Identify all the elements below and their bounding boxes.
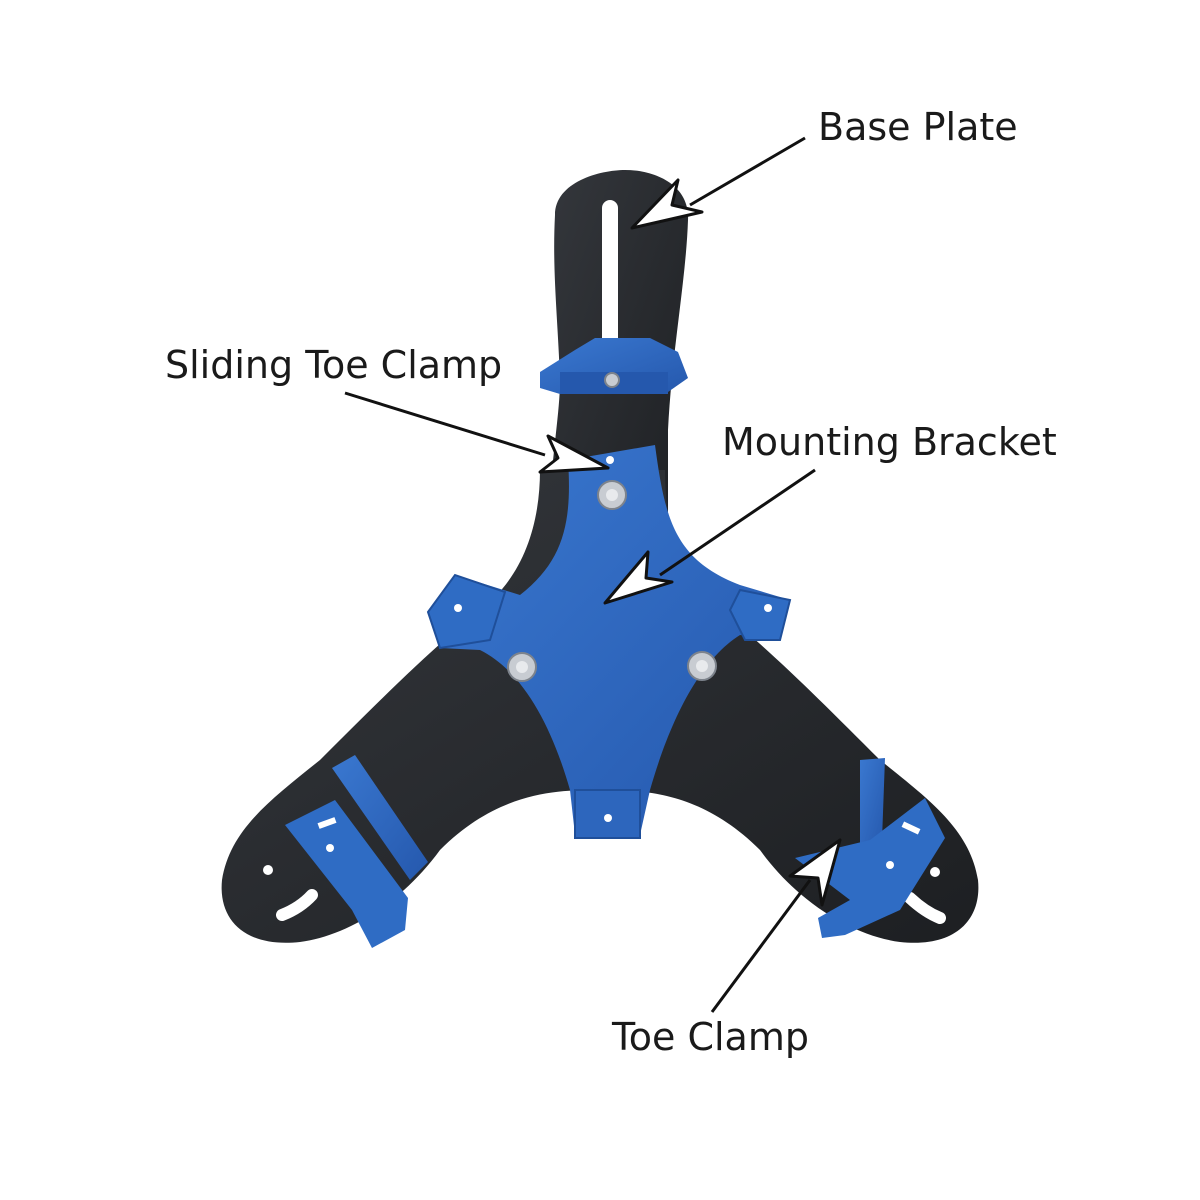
- left-toe-clamp-hole: [326, 844, 334, 852]
- callout-arrows: [344, 136, 842, 1013]
- label-toe-clamp: Toe Clamp: [611, 1015, 809, 1059]
- bracket-hole-left: [454, 604, 462, 612]
- bracket-hole-bottom: [604, 814, 612, 822]
- right-toe-clamp: [795, 758, 945, 938]
- mounting-bracket: [426, 445, 792, 839]
- left-toe-clamp: [285, 755, 428, 948]
- left-toe-clamp-slot: [317, 817, 337, 829]
- left-arm-hole: [263, 865, 273, 875]
- mounting-bracket-plate: [428, 445, 790, 835]
- bracket-bottom-tab: [574, 789, 641, 839]
- bracket-hole-top: [606, 456, 614, 464]
- sliding-toe-clamp: [540, 338, 688, 394]
- bolt-left: [507, 652, 537, 682]
- bracket-left-tab: [426, 573, 507, 650]
- toe-clamp-arrow: [710, 838, 842, 1013]
- right-toe-clamp-hole: [886, 861, 894, 869]
- left-arm-slot: [276, 889, 318, 921]
- sliding-toe-clamp-arrow: [344, 391, 610, 474]
- right-toe-clamp-plate: [795, 798, 945, 938]
- left-toe-clamp-plate: [285, 800, 408, 948]
- base-plate-arrow: [630, 136, 806, 230]
- label-sliding-toe-clamp: Sliding Toe Clamp: [165, 343, 502, 387]
- bolt-right: [687, 651, 717, 681]
- right-toe-clamp-body: [860, 758, 885, 850]
- mounting-bracket-arrow: [603, 468, 816, 605]
- base-plate-slot: [602, 200, 618, 350]
- right-toe-clamp-slot: [901, 821, 921, 835]
- bracket-hole-right: [764, 604, 772, 612]
- right-arm-slot: [904, 892, 946, 924]
- label-mounting-bracket: Mounting Bracket: [722, 420, 1057, 464]
- sliding-toe-clamp-screw: [604, 372, 620, 388]
- label-base-plate: Base Plate: [818, 105, 1018, 149]
- bolt-top: [597, 480, 627, 510]
- right-arm-hole: [930, 867, 940, 877]
- left-toe-clamp-body: [332, 755, 428, 880]
- bracket-right-tab: [728, 588, 792, 641]
